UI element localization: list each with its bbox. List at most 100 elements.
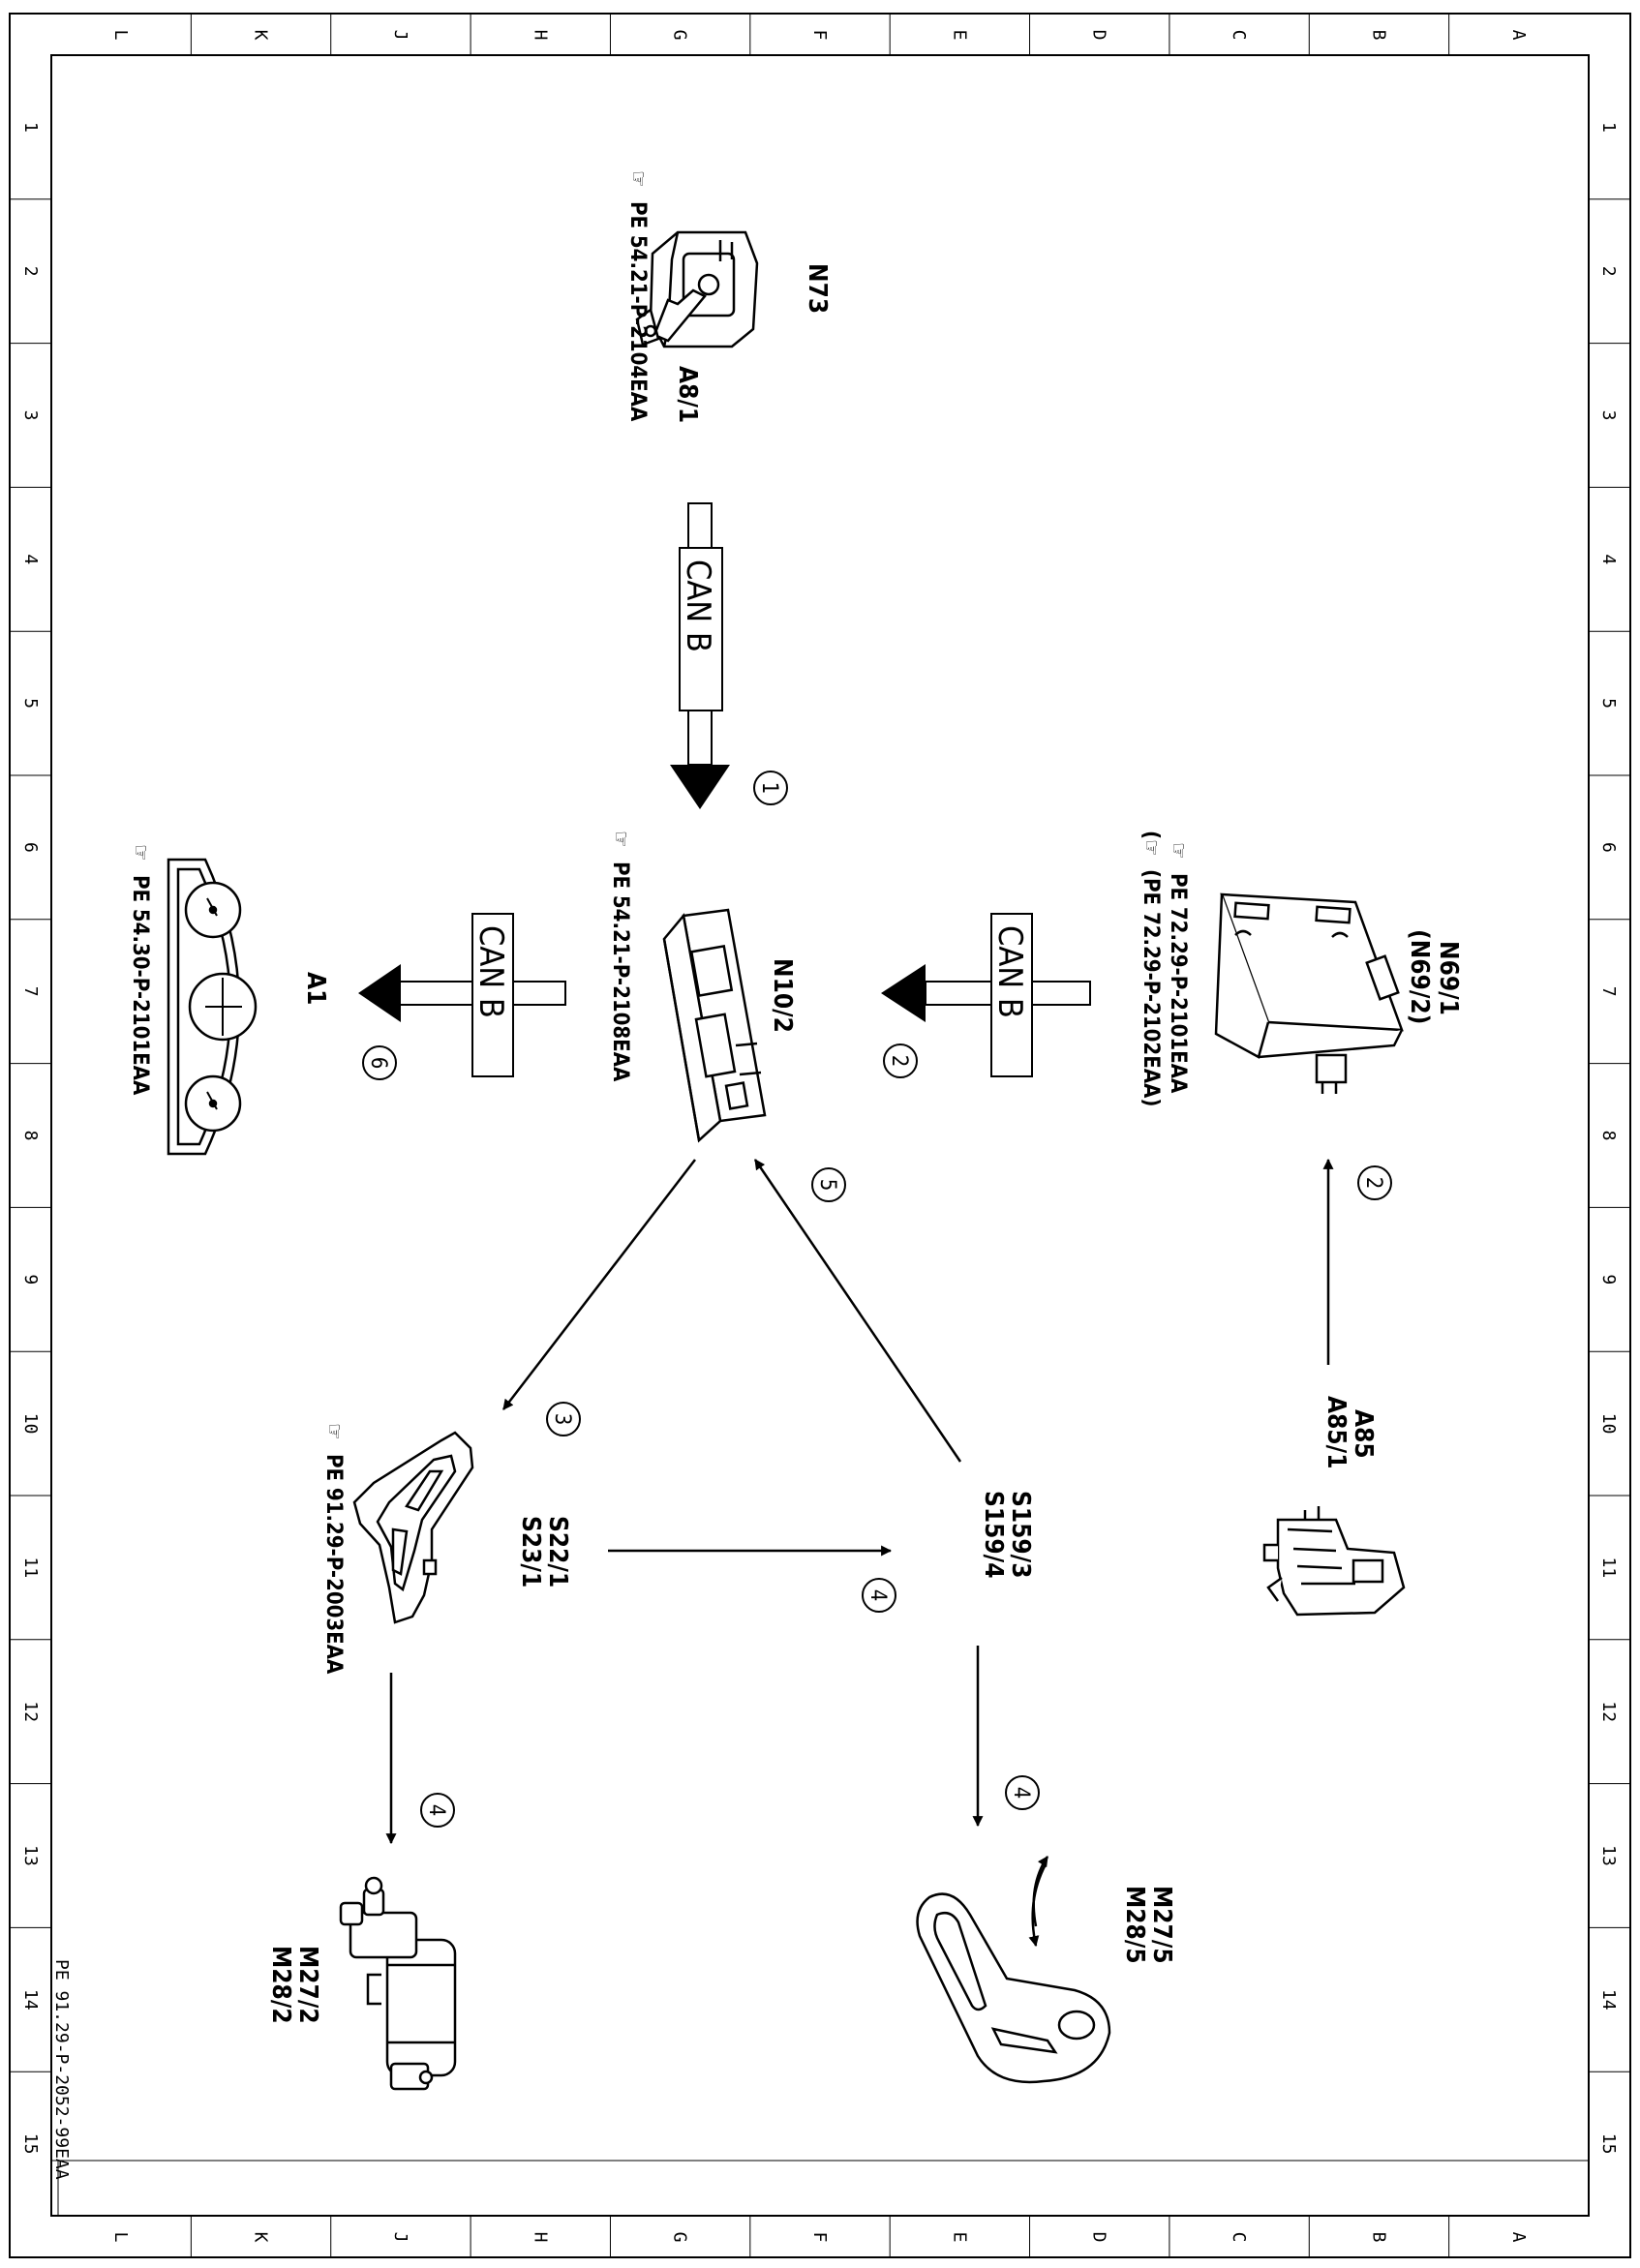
ref-hand-icon: ☞ [608,831,632,848]
svg-text:4: 4 [866,1589,890,1602]
seat-adjust-lever-icon [916,1892,1111,2084]
label-n69-2: (N69/2) [1405,929,1434,1024]
grid-column-label: L [110,30,131,41]
grid-row-label: 8 [20,1131,41,1141]
can-b-link-n10-to-a1: CAN B [358,913,566,1077]
step-6: 6 [362,1045,397,1080]
grid-column-label: J [390,30,410,41]
signal-arrows [385,1159,984,1845]
grid-column-label: H [530,30,550,41]
component-m27-2: M27/2 M28/2 [266,1876,457,2091]
grid-column-label: A [1508,30,1529,41]
label-n73: N73 [803,263,832,314]
label-a1: A1 [301,972,330,1005]
svg-text:6: 6 [366,1057,390,1070]
frame-grid-ticks [10,14,1630,2257]
svg-text:3: 3 [550,1413,574,1426]
label-a85: A85 [1349,1409,1378,1459]
label-s159-4: S159/4 [979,1491,1008,1579]
component-s159-3: S159/3 S159/4 [979,1491,1035,1579]
grid-row-label: 6 [20,842,41,853]
grid-row-label: 5 [1598,698,1619,709]
svg-text:4: 4 [1009,1787,1033,1799]
grid-row-label: 11 [20,1557,41,1579]
step-markers: 1 2 2 3 4 4 4 5 [362,771,1392,1828]
grid-row-label: 8 [1598,1131,1619,1141]
svg-text:4: 4 [424,1804,448,1817]
grid-row-label: 13 [20,1845,41,1866]
grid-row-label: 7 [20,986,41,997]
grid-row-label: 15 [20,2133,41,2155]
grid-row-label: 5 [20,698,41,709]
grid-column-label: L [110,2232,131,2243]
label-n69-1: N69/1 [1434,941,1463,1015]
door-control-module-icon [1214,892,1404,1094]
component-n10-2: N10/2 ☞ PE 54.21-P-2108EAA [608,831,797,1143]
component-n69-1: N69/1 (N69/2) ☞ PE 72.29-P-2101EAA (☞ (P… [1139,831,1463,1106]
grid-row-label: 10 [20,1413,41,1435]
grid-row-label: 13 [1598,1845,1619,1866]
grid-column-label: F [809,30,830,41]
bus-label-can-b: CAN B [471,925,510,1018]
ref-hand-icon: ☞ [1166,842,1190,860]
arrow-n10-to-s22 [502,1159,696,1410]
grid-row-label: 6 [1598,842,1619,853]
component-n73: N73 A8/1 ☞ PE 54.21-P-2104EAA [625,170,832,423]
label-n10-2: N10/2 [768,958,797,1033]
grid-column-label: F [809,2232,830,2243]
grid-column-label: G [670,30,690,41]
grid-row-label: 12 [20,1701,41,1722]
grid-row-label: 9 [20,1274,41,1285]
step-2: 2 [883,1043,918,1078]
can-b-link-n69-to-n10: CAN B [881,913,1091,1077]
ref-hand-icon: ☞ [625,170,650,188]
control-module-icon [662,908,767,1143]
grid-column-label: H [530,2232,550,2243]
grid-column-label: B [1368,2232,1388,2243]
ref-a1: PE 54.30-P-2101EAA [128,875,152,1096]
grid-row-label: 1 [1598,122,1619,133]
label-a8-1: A8/1 [673,366,702,423]
component-m27-5: M27/5 M28/5 [916,1856,1176,2084]
label-a85-1: A85/1 [1321,1396,1351,1468]
grid-column-label: J [390,2232,410,2243]
grid-column-label: C [1229,30,1249,41]
grid-row-label: 15 [1598,2133,1619,2155]
grid-row-label: 9 [1598,1274,1619,1285]
ref-n10-2: PE 54.21-P-2108EAA [608,862,632,1082]
ref-n69-2: (PE 72.29-P-2102EAA) [1139,869,1163,1106]
ref-hand-icon: ☞ [321,1423,346,1440]
step-4: 4 [862,1578,896,1613]
component-s22-1: S22/1 S23/1 ☞ PE 91.29-P-2003EAA [321,1423,572,1675]
ref-hand-icon: (☞ [1139,831,1163,857]
grid-row-label: 3 [1598,410,1619,421]
label-m28-2: M28/2 [266,1946,295,2024]
ref-hand-icon: ☞ [128,844,152,862]
step-1: 1 [753,771,788,805]
step-4: 4 [1005,1775,1040,1810]
step-2: 2 [1357,1165,1392,1200]
bus-label-can-b: CAN B [990,925,1029,1018]
label-m28-5: M28/5 [1120,1886,1149,1964]
grid-row-label: 14 [20,1989,41,2011]
ref-n73: PE 54.21-P-2104EAA [625,201,650,422]
svg-text:5: 5 [815,1179,839,1192]
ref-n69-1: PE 72.29-P-2101EAA [1166,873,1190,1094]
svg-text:2: 2 [1361,1177,1385,1190]
seat-switch-icon [352,1431,474,1624]
label-s23-1: S23/1 [516,1516,545,1588]
grid-column-label: A [1508,2232,1529,2243]
label-s22-1: S22/1 [543,1516,572,1588]
door-lock-actuator-icon [1262,1506,1406,1617]
grid-row-label: 4 [20,554,41,564]
grid-row-label: 2 [1598,266,1619,277]
svg-text:2: 2 [887,1055,911,1068]
ref-s22-1: PE 91.29-P-2003EAA [321,1454,346,1675]
grid-column-label: K [251,2232,271,2243]
grid-column-label: D [1089,2232,1109,2243]
step-3: 3 [546,1402,581,1436]
ignition-lock-icon [635,230,759,348]
grid-column-label: E [949,2232,969,2243]
